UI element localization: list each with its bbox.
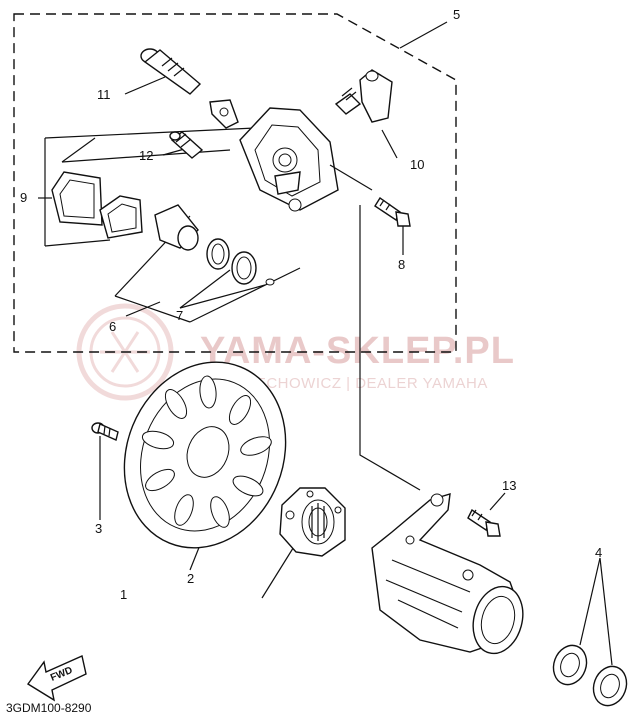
callout-1: 1 <box>120 587 127 602</box>
caliper-bracket-housing <box>371 493 524 655</box>
part-8-bolt <box>374 197 411 227</box>
disc-vent-holes <box>141 375 272 528</box>
part-3-disc-bolt <box>91 422 119 441</box>
callout-10: 10 <box>410 157 424 172</box>
part-13-bracket-bolt <box>467 508 501 537</box>
callout-3: 3 <box>95 521 102 536</box>
callout-9: 9 <box>20 190 27 205</box>
fwd-arrow-icon: FWD <box>26 655 87 702</box>
callout-2: 2 <box>187 571 194 586</box>
diagram-code: 3GDM100-8290 <box>6 701 92 715</box>
callout-6: 6 <box>109 319 116 334</box>
part-10-fitting <box>334 69 393 123</box>
callout-13: 13 <box>502 478 516 493</box>
part-11-pin-bolt <box>140 48 202 95</box>
part-6-piston <box>154 204 199 251</box>
part-4-nuts <box>552 644 628 707</box>
callout-5: 5 <box>453 7 460 22</box>
callout-11: 11 <box>97 87 111 102</box>
callout-4: 4 <box>595 545 602 560</box>
watermark-title: YAMA-SKLEP.PL <box>200 330 515 372</box>
leader-lines <box>38 21 613 666</box>
part-9-brake-pads <box>51 171 143 239</box>
part-2-brake-disc <box>123 361 287 549</box>
caliper-assembly-boundary <box>13 13 457 353</box>
part-7-seals <box>206 238 275 286</box>
watermark-subtitle: WOJCIECHOWICZ | DEALER YAMAHA <box>205 375 488 392</box>
part-1-hub <box>279 487 346 557</box>
callout-8: 8 <box>398 257 405 272</box>
callout-labels: 1 2 3 4 5 6 7 8 9 10 11 12 13 <box>20 7 602 602</box>
brake-caliper-body <box>209 99 373 212</box>
part-12-bleed-screw <box>169 131 204 159</box>
callout-12: 12 <box>139 148 153 163</box>
callout-7: 7 <box>176 308 183 323</box>
